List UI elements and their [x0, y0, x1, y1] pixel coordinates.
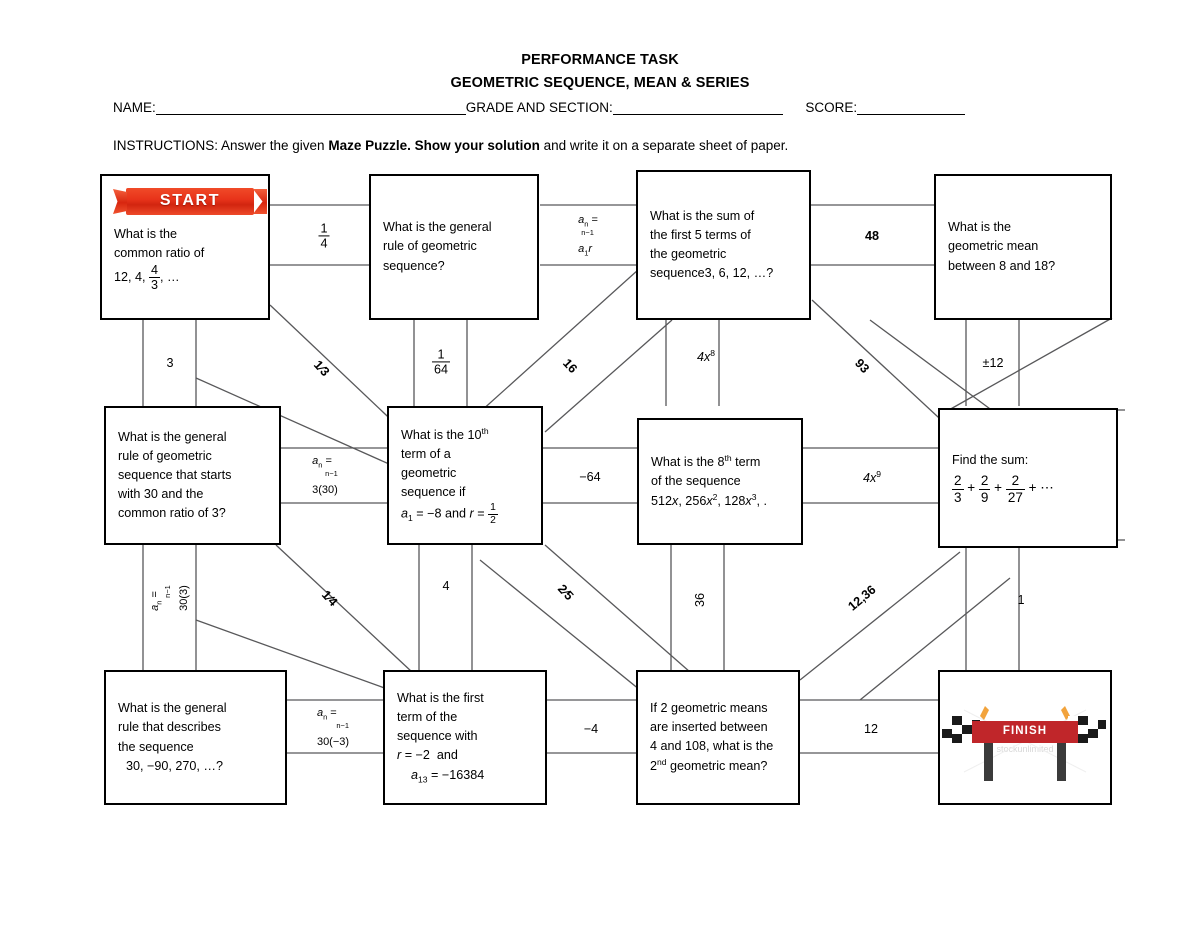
edge-label-3: 3 [166, 356, 174, 370]
question-box-10th-term[interactable]: What is the 10th term of a geometric seq… [387, 406, 543, 545]
worksheet-header: PERFORMANCE TASK GEOMETRIC SEQUENCE, MEA… [0, 0, 1200, 91]
edge-label-formula-30-neg3: an = n−1 30(−3) [316, 707, 350, 749]
question-line: What is the [114, 227, 177, 241]
question-line: sequence that starts [118, 467, 232, 482]
instructions-suffix: and write it on a separate sheet of pape… [539, 138, 789, 153]
question-box-general-rule[interactable]: What is the general rule of geometric se… [369, 174, 539, 320]
instructions-prefix: INSTRUCTIONS: Answer the given [113, 138, 329, 153]
edge-label-1: 1 [1017, 593, 1025, 607]
question-line: common ratio of [114, 246, 205, 261]
page-title-line1: PERFORMANCE TASK [521, 52, 679, 68]
question-box-geometric-mean[interactable]: What is the geometric mean between 8 and… [934, 174, 1112, 320]
start-label: START [159, 192, 221, 210]
question-line: the first 5 terms of [650, 227, 751, 242]
question-line: 4 and 108, what is the [650, 738, 774, 753]
question-line: What is the 8th term [651, 452, 761, 469]
finish-label: FINISH [1002, 724, 1048, 737]
name-input-line[interactable] [155, 101, 466, 115]
question-line: with 30 and the [118, 487, 204, 502]
edge-label-plusminus-12: ±12 [982, 356, 1004, 370]
question-line: sequence? [383, 258, 445, 273]
question-line: a13 = −16384 [411, 767, 485, 785]
question-line: the sequence [118, 739, 194, 754]
question-line: geometric [401, 466, 457, 481]
question-line: What is the 10th [401, 425, 489, 442]
score-label: SCORE: [805, 100, 858, 115]
question-line: Find the sum: [952, 453, 1029, 468]
score-input-line[interactable] [857, 101, 966, 115]
question-line: rule of geometric [383, 239, 477, 254]
question-line: What is the general [118, 701, 227, 716]
start-ribbon-shape [126, 188, 254, 215]
question-line: rule that describes [118, 720, 221, 735]
question-line: the geometric [650, 247, 727, 261]
grade-section-label: GRADE AND SECTION: [465, 100, 613, 115]
edge-label-formula-3-30: an = n−1 3(30) [312, 455, 338, 497]
name-label: NAME: [113, 100, 156, 115]
edge-label-4x9: 4x9 [862, 468, 882, 486]
question-box-rule-starts-30[interactable]: What is the general rule of geometric se… [104, 406, 281, 545]
edge-label-neg-4: −4 [583, 722, 599, 736]
start-banner: START [114, 186, 266, 217]
question-line: r = −2 and [397, 748, 458, 763]
edge-label-neg-64: −64 [579, 470, 601, 484]
finish-banner-shape [972, 720, 1078, 743]
edge-label-12: 12 [863, 722, 879, 736]
question-box-rule-describes[interactable]: What is the general rule that describes … [104, 670, 287, 805]
edge-label-4: 4 [442, 579, 450, 593]
question-line: term of a [401, 446, 451, 461]
question-line: sequence3, 6, 12, …? [650, 266, 774, 281]
instructions-text: INSTRUCTIONS: Answer the given Maze Puzz… [113, 138, 788, 153]
question-line: term of the [397, 710, 458, 725]
question-line: What is the general [118, 429, 227, 444]
question-line: 30, −90, 270, …? [126, 758, 223, 773]
question-line: of the sequence [651, 473, 741, 488]
grade-section-input-line[interactable] [612, 101, 783, 115]
question-box-two-geometric-means[interactable]: If 2 geometric means are inserted betwee… [636, 670, 800, 805]
edge-label-48: 48 [864, 229, 880, 243]
finish-post-left [984, 742, 993, 781]
question-line: 512x, 256x2, 128x3, . [651, 492, 767, 509]
question-line: If 2 geometric means [650, 700, 768, 715]
question-line: are inserted between [650, 719, 768, 734]
question-line: What is the sum of [650, 208, 755, 223]
finish-box[interactable]: stockunlimited [938, 670, 1112, 805]
question-line: What is the first [397, 690, 484, 705]
question-line: between 8 and 18? [948, 258, 1056, 273]
question-box-8th-term[interactable]: What is the 8th term of the sequence 512… [637, 418, 803, 545]
page-title-line2: GEOMETRIC SEQUENCE, MEAN & SERIES [450, 75, 750, 91]
question-line: 2nd geometric mean? [650, 757, 768, 774]
question-box-common-ratio[interactable]: START What is the common ratio of 12, 4,… [100, 174, 270, 320]
finish-line-illustration: stockunlimited [942, 705, 1106, 781]
edge-label-4x8: 4x8 [696, 347, 716, 365]
instructions-emphasis: Maze Puzzle. Show your solution [328, 138, 540, 153]
edge-label-formula-30-3: an = n−1 30(3) [149, 585, 191, 611]
edge-label-36: 36 [693, 592, 707, 608]
question-line: sequence with [397, 729, 478, 744]
question-line: geometric mean [948, 239, 1039, 254]
question-line: sequence if [401, 485, 466, 500]
question-box-first-term[interactable]: What is the first term of the sequence w… [383, 670, 547, 805]
finish-post-right [1057, 742, 1066, 781]
finish-graphic: stockunlimited [940, 694, 1110, 786]
edge-label-general-formula: an = n−1 a1r [578, 214, 598, 258]
question-line: What is the [948, 220, 1011, 235]
question-line: rule of geometric [118, 448, 212, 463]
question-line: common ratio of 3? [118, 506, 226, 521]
finish-watermark-text: stockunlimited [996, 744, 1053, 754]
question-box-sum-first-5[interactable]: What is the sum of the first 5 terms of … [636, 170, 811, 320]
student-info-row: NAME: GRADE AND SECTION: SCORE: [113, 100, 1103, 115]
question-line: What is the general [383, 220, 492, 235]
